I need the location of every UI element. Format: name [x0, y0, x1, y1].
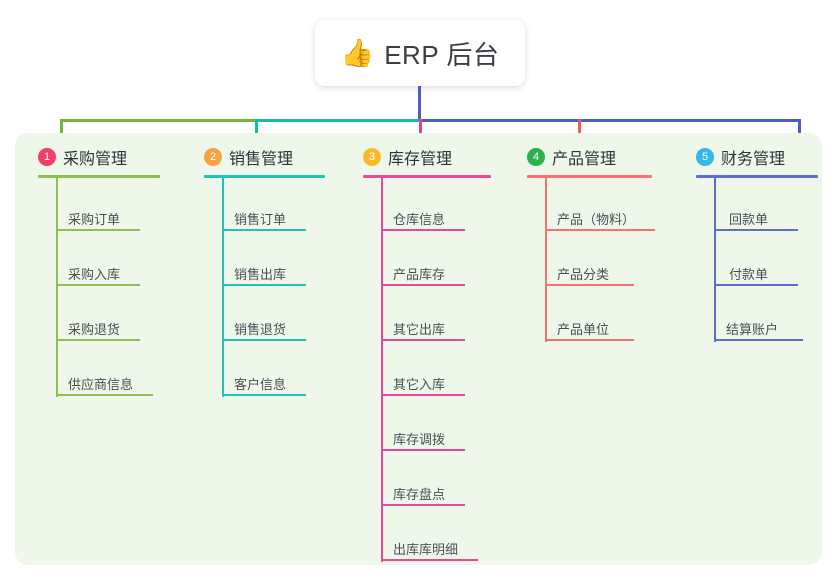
leaf-label-5-2[interactable]: 付款单 — [729, 267, 769, 282]
bus-segment-blue — [419, 119, 801, 122]
leaf-label-1-1[interactable]: 采购订单 — [68, 212, 121, 227]
leaf-rule-4-1 — [545, 229, 655, 231]
bus-segment-green — [60, 119, 257, 122]
branch-rule-3 — [363, 175, 491, 178]
leaf-label-3-1[interactable]: 仓库信息 — [393, 212, 446, 227]
drop-connector-2 — [255, 119, 258, 141]
leaf-label-2-1[interactable]: 销售订单 — [234, 212, 287, 227]
branch-rule-2 — [204, 175, 325, 178]
leaf-rule-2-2 — [222, 284, 306, 286]
branch-header-2[interactable]: 2 销售管理 — [204, 145, 293, 169]
leaf-rule-2-1 — [222, 229, 306, 231]
branch-spine-3 — [381, 177, 383, 562]
leaf-label-3-7[interactable]: 出库库明细 — [393, 542, 459, 557]
branch-spine-5 — [714, 177, 716, 342]
branch-badge-4: 4 — [527, 148, 545, 166]
branch-spine-2 — [222, 177, 224, 397]
branch-title-1: 采购管理 — [63, 151, 128, 168]
drop-connector-3 — [419, 119, 422, 141]
leaf-label-2-4[interactable]: 客户信息 — [234, 377, 287, 392]
leaf-label-2-2[interactable]: 销售出库 — [234, 267, 287, 282]
leaf-label-1-2[interactable]: 采购入库 — [68, 267, 121, 282]
branches-panel: 1 采购管理 采购订单 采购入库 采购退货 供应商信息 2 销售管理 销售订单 — [15, 133, 822, 565]
leaf-rule-3-2 — [381, 284, 465, 286]
leaf-label-4-3[interactable]: 产品单位 — [557, 322, 610, 337]
leaf-label-3-5[interactable]: 库存调拨 — [393, 432, 446, 447]
branch-spine-4 — [545, 177, 547, 342]
leaf-label-1-4[interactable]: 供应商信息 — [68, 377, 134, 392]
leaf-rule-2-4 — [222, 394, 306, 396]
drop-connector-1 — [60, 119, 63, 141]
leaf-rule-3-3 — [381, 339, 465, 341]
leaf-rule-1-2 — [56, 284, 140, 286]
thumbs-up-icon: 👍 — [340, 37, 375, 68]
leaf-rule-5-1 — [714, 229, 798, 231]
leaf-label-3-3[interactable]: 其它出库 — [393, 322, 446, 337]
branch-badge-3: 3 — [363, 148, 381, 166]
leaf-rule-4-2 — [545, 284, 634, 286]
leaf-rule-3-7 — [381, 559, 478, 561]
branch-badge-1: 1 — [38, 148, 56, 166]
leaf-label-4-1[interactable]: 产品（物料） — [557, 212, 636, 227]
leaf-rule-1-4 — [56, 394, 153, 396]
branch-rule-1 — [38, 175, 160, 178]
branch-title-2: 销售管理 — [229, 151, 294, 168]
leaf-rule-3-5 — [381, 449, 465, 451]
root-node[interactable]: 👍 ERP 后台 — [315, 20, 525, 86]
leaf-rule-1-1 — [56, 229, 140, 231]
branch-title-3: 库存管理 — [388, 151, 453, 168]
root-node-label: ERP 后台 — [384, 39, 500, 70]
leaf-rule-1-3 — [56, 339, 140, 341]
leaf-rule-4-3 — [545, 339, 634, 341]
root-stem-connector — [418, 86, 421, 121]
drop-connector-4 — [578, 119, 581, 141]
branch-rule-4 — [527, 175, 652, 178]
branch-header-1[interactable]: 1 采购管理 — [38, 145, 127, 169]
drop-connector-5 — [798, 119, 801, 141]
branch-rule-5 — [696, 175, 818, 178]
leaf-rule-5-3 — [714, 339, 803, 341]
leaf-label-2-3[interactable]: 销售退货 — [234, 322, 287, 337]
leaf-label-5-3[interactable]: 结算账户 — [726, 322, 779, 337]
leaf-label-3-4[interactable]: 其它入库 — [393, 377, 446, 392]
leaf-label-5-1[interactable]: 回款单 — [729, 212, 769, 227]
branch-title-5: 财务管理 — [721, 151, 786, 168]
branch-header-4[interactable]: 4 产品管理 — [527, 145, 616, 169]
leaf-label-3-6[interactable]: 库存盘点 — [393, 487, 446, 502]
leaf-rule-3-1 — [381, 229, 465, 231]
leaf-rule-3-4 — [381, 394, 465, 396]
leaf-label-4-2[interactable]: 产品分类 — [557, 267, 610, 282]
branch-title-4: 产品管理 — [552, 151, 617, 168]
branch-spine-1 — [56, 177, 58, 397]
leaf-label-3-2[interactable]: 产品库存 — [393, 267, 446, 282]
branch-badge-2: 2 — [204, 148, 222, 166]
branch-badge-5: 5 — [696, 148, 714, 166]
leaf-label-1-3[interactable]: 采购退货 — [68, 322, 121, 337]
branch-header-5[interactable]: 5 财务管理 — [696, 145, 785, 169]
leaf-rule-3-6 — [381, 504, 465, 506]
bus-segment-teal — [255, 119, 422, 122]
leaf-rule-5-2 — [714, 284, 798, 286]
branch-header-3[interactable]: 3 库存管理 — [363, 145, 452, 169]
leaf-rule-2-3 — [222, 339, 306, 341]
